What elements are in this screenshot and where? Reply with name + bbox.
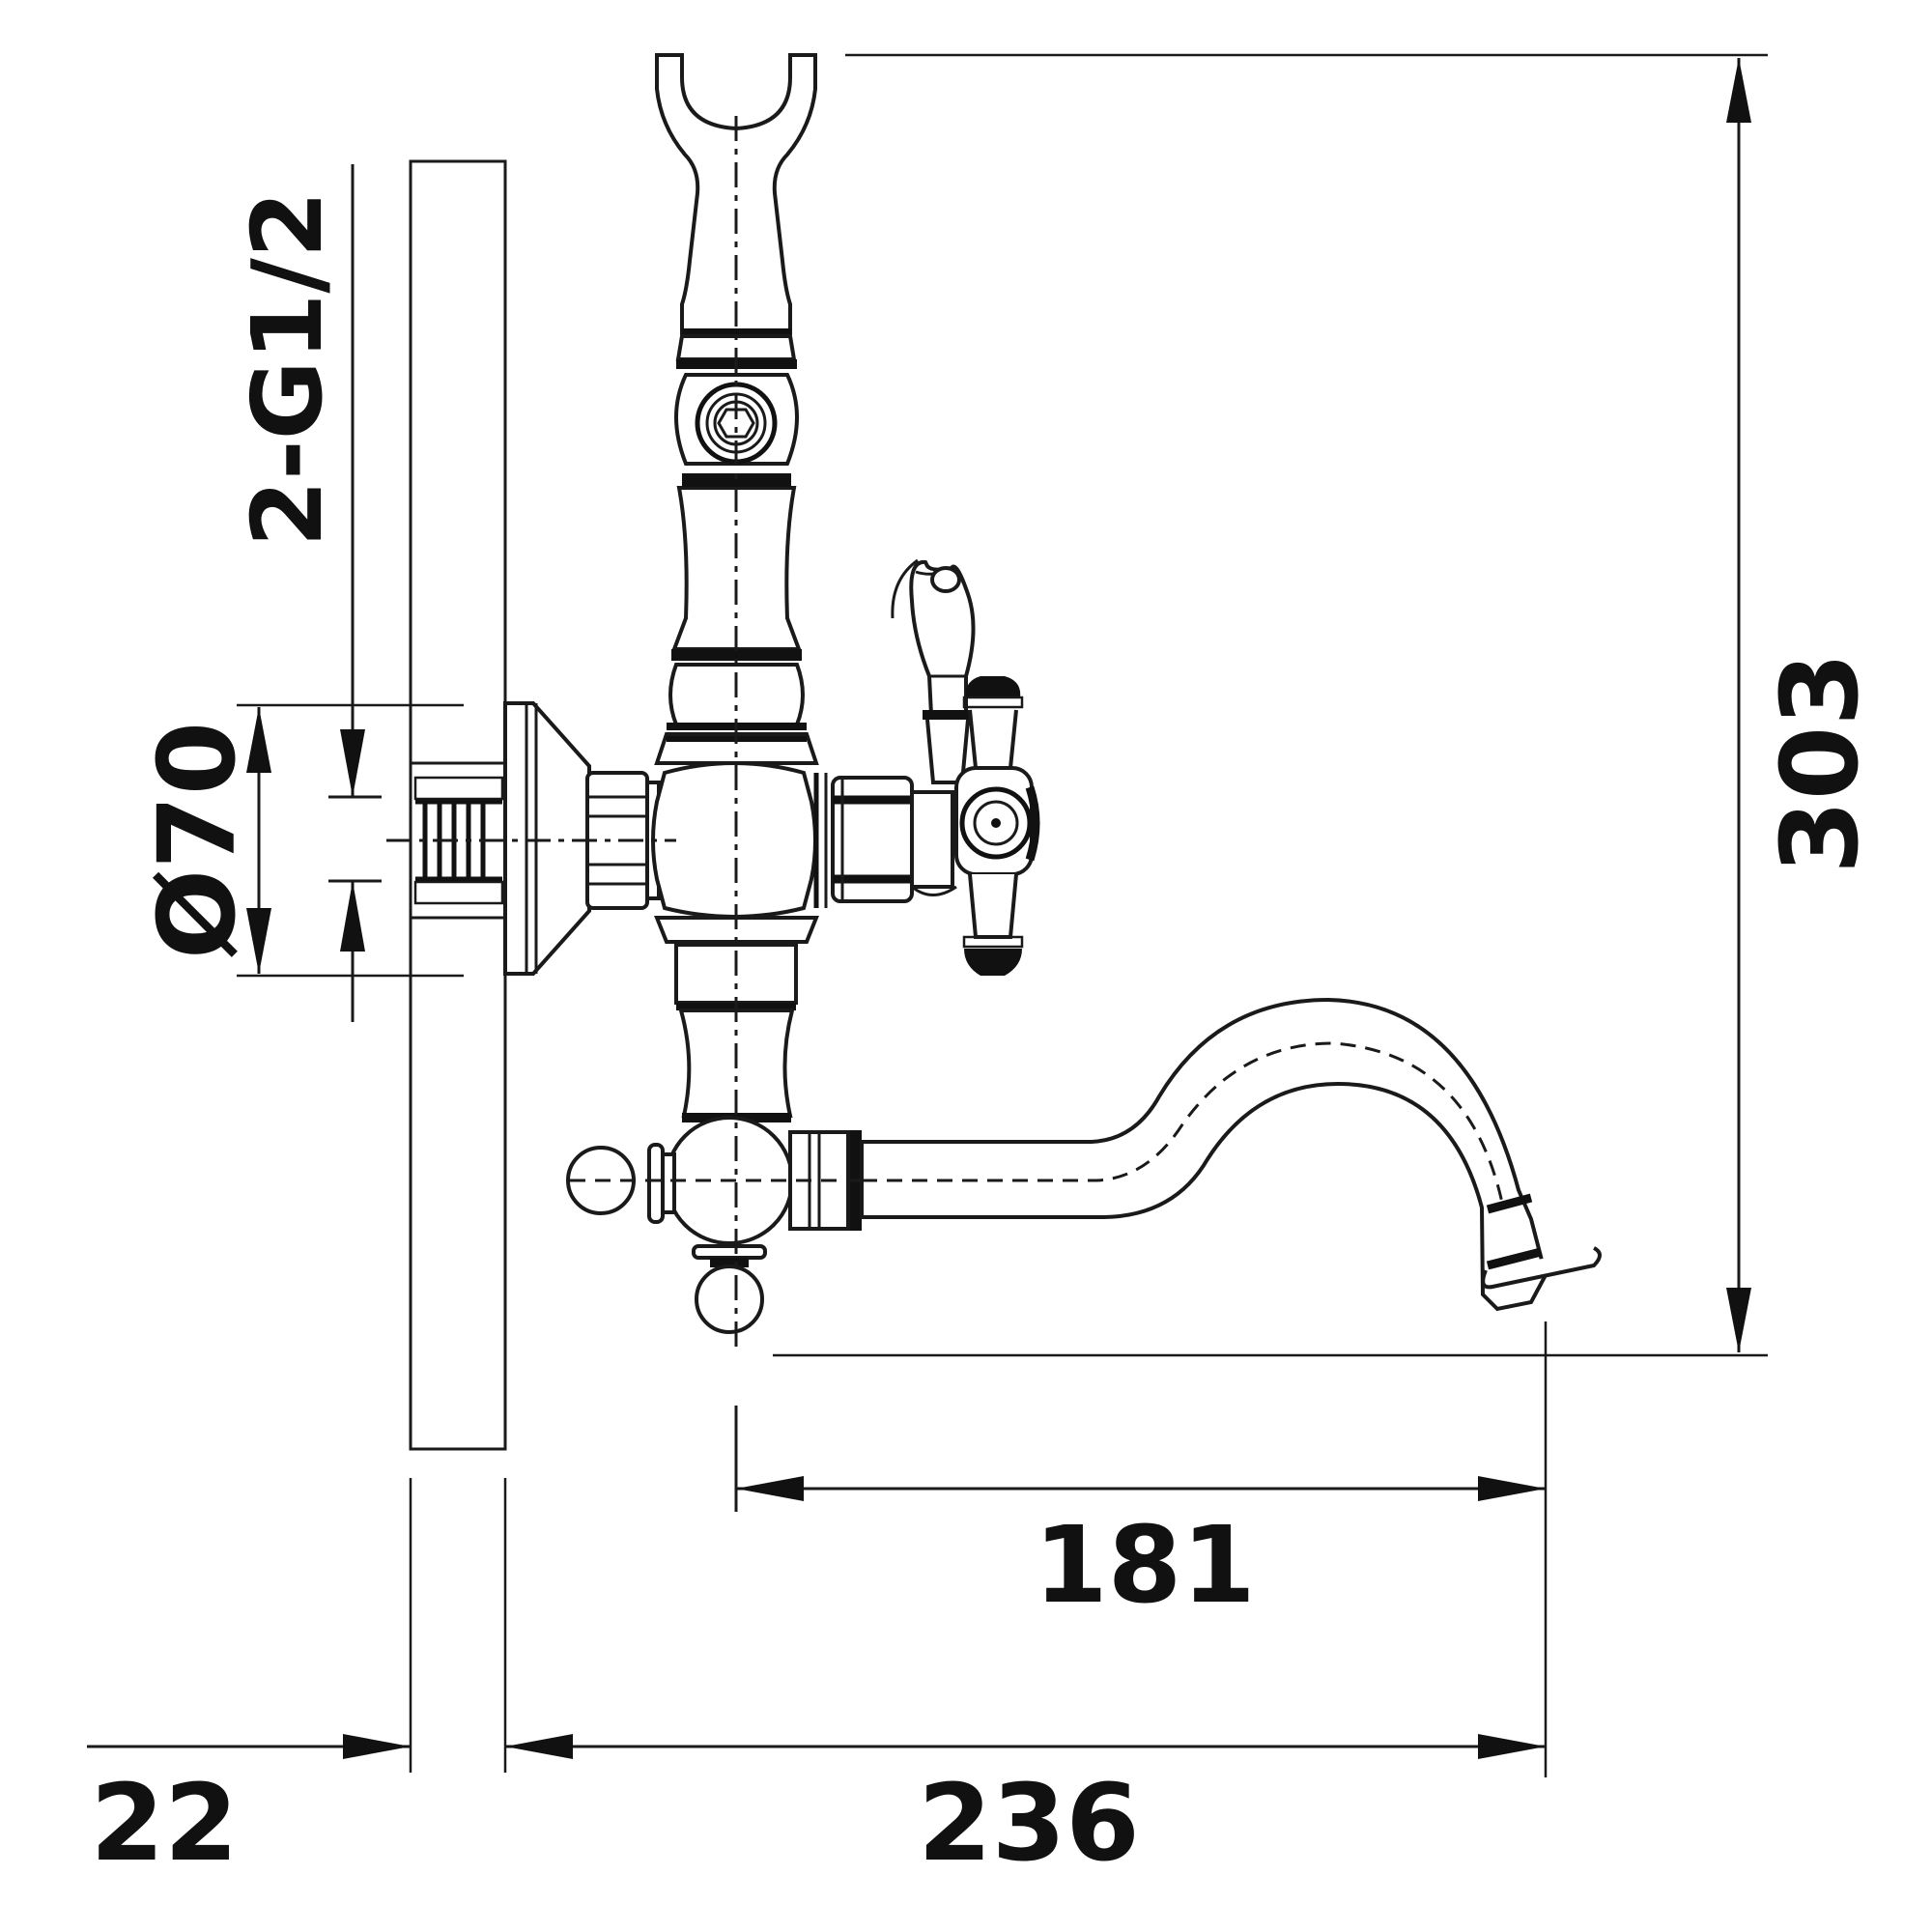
dimension-wall-offset: 22 <box>87 1734 411 1885</box>
wall-flange <box>503 701 591 976</box>
dimension-spout-reach: 181 <box>736 1321 1548 1777</box>
dimension-total-height: 303 <box>773 53 1882 1357</box>
wall-section <box>409 159 507 1451</box>
dimension-label-181: 181 <box>1034 1503 1256 1627</box>
dimension-label-diameter: Ø70 <box>135 722 259 960</box>
centerlines <box>386 116 862 1512</box>
dimension-label-22: 22 <box>90 1761 238 1885</box>
lower-column <box>566 943 862 1334</box>
right-hex-nut <box>831 776 957 903</box>
spout <box>860 997 1602 1312</box>
dimension-flange-diameter: Ø70 <box>135 703 464 978</box>
valve-body <box>651 732 828 944</box>
dimension-label-303: 303 <box>1758 652 1882 874</box>
dimension-label-thread: 2-G1/2 <box>231 191 344 548</box>
dimension-thread: 2-G1/2 <box>231 164 382 1022</box>
cross-handle <box>954 676 1040 976</box>
dimension-label-236: 236 <box>918 1761 1140 1885</box>
lever-handle-upper <box>891 558 976 784</box>
dimension-projection: 236 <box>409 1478 1546 1885</box>
